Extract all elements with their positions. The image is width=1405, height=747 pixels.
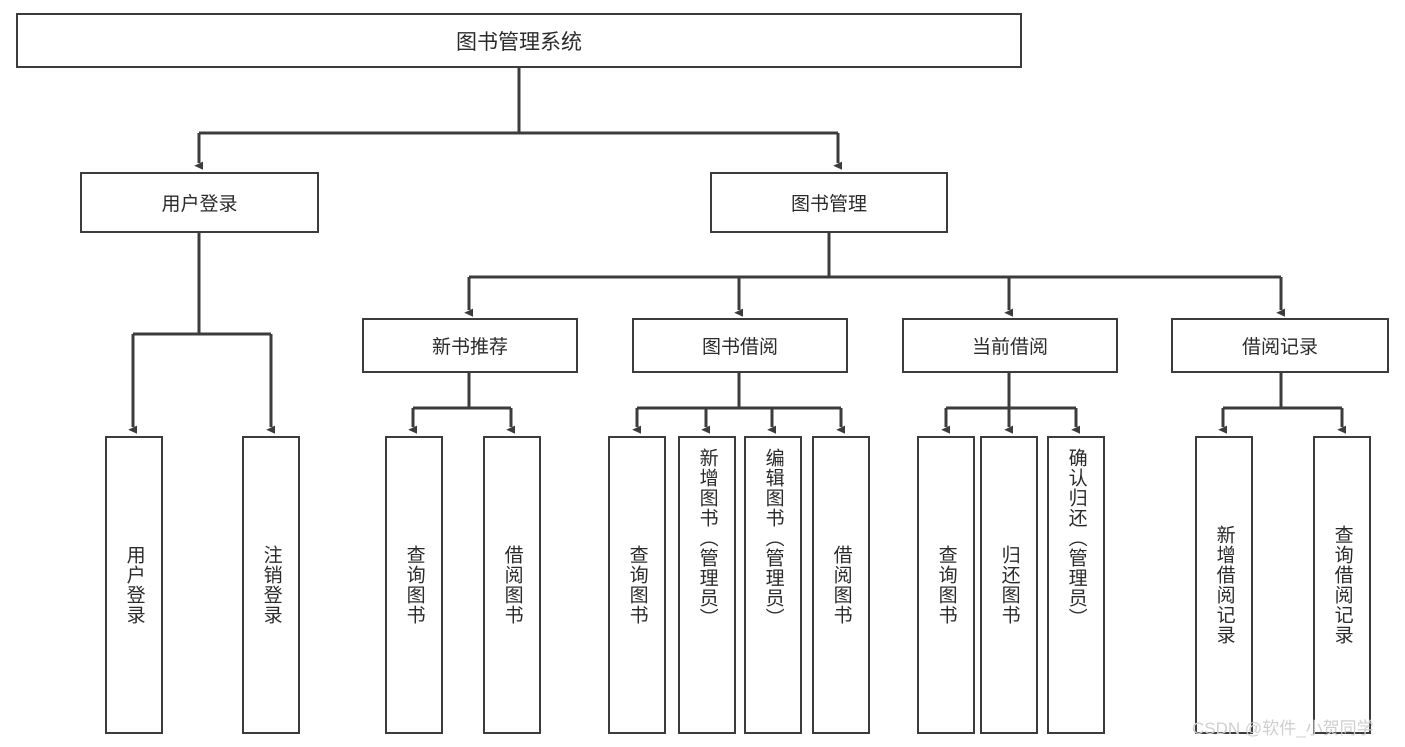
node-user-login[interactable]: 用户登录 <box>80 172 319 233</box>
leaf-borrow-book[interactable]: 借阅图书 <box>812 436 870 734</box>
leaf-query-book-current[interactable]: 查询图书 <box>917 436 975 734</box>
leaf-add-book-admin[interactable]: 新增图书（管理员） <box>678 436 736 734</box>
leaf-confirm-return-admin[interactable]: 确认归还（管理员） <box>1047 436 1105 734</box>
leaf-query-book-recommend[interactable]: 查询图书 <box>385 436 443 734</box>
node-borrow-record[interactable]: 借阅记录 <box>1171 318 1389 373</box>
leaf-logout[interactable]: 注销登录 <box>242 436 300 734</box>
node-book-management[interactable]: 图书管理 <box>710 172 948 233</box>
node-book-borrow[interactable]: 图书借阅 <box>632 318 848 373</box>
node-new-book-recommend[interactable]: 新书推荐 <box>362 318 578 373</box>
node-current-borrow[interactable]: 当前借阅 <box>902 318 1118 373</box>
leaf-return-book[interactable]: 归还图书 <box>980 436 1038 734</box>
node-root[interactable]: 图书管理系统 <box>16 13 1022 68</box>
leaf-edit-book-admin[interactable]: 编辑图书（管理员） <box>744 436 802 734</box>
leaf-user-login[interactable]: 用户登录 <box>105 436 163 734</box>
leaf-query-book-borrow[interactable]: 查询图书 <box>608 436 666 734</box>
leaf-query-borrow-record[interactable]: 查询借阅记录 <box>1313 436 1371 734</box>
leaf-borrow-book-recommend[interactable]: 借阅图书 <box>483 436 541 734</box>
leaf-add-borrow-record[interactable]: 新增借阅记录 <box>1195 436 1253 734</box>
